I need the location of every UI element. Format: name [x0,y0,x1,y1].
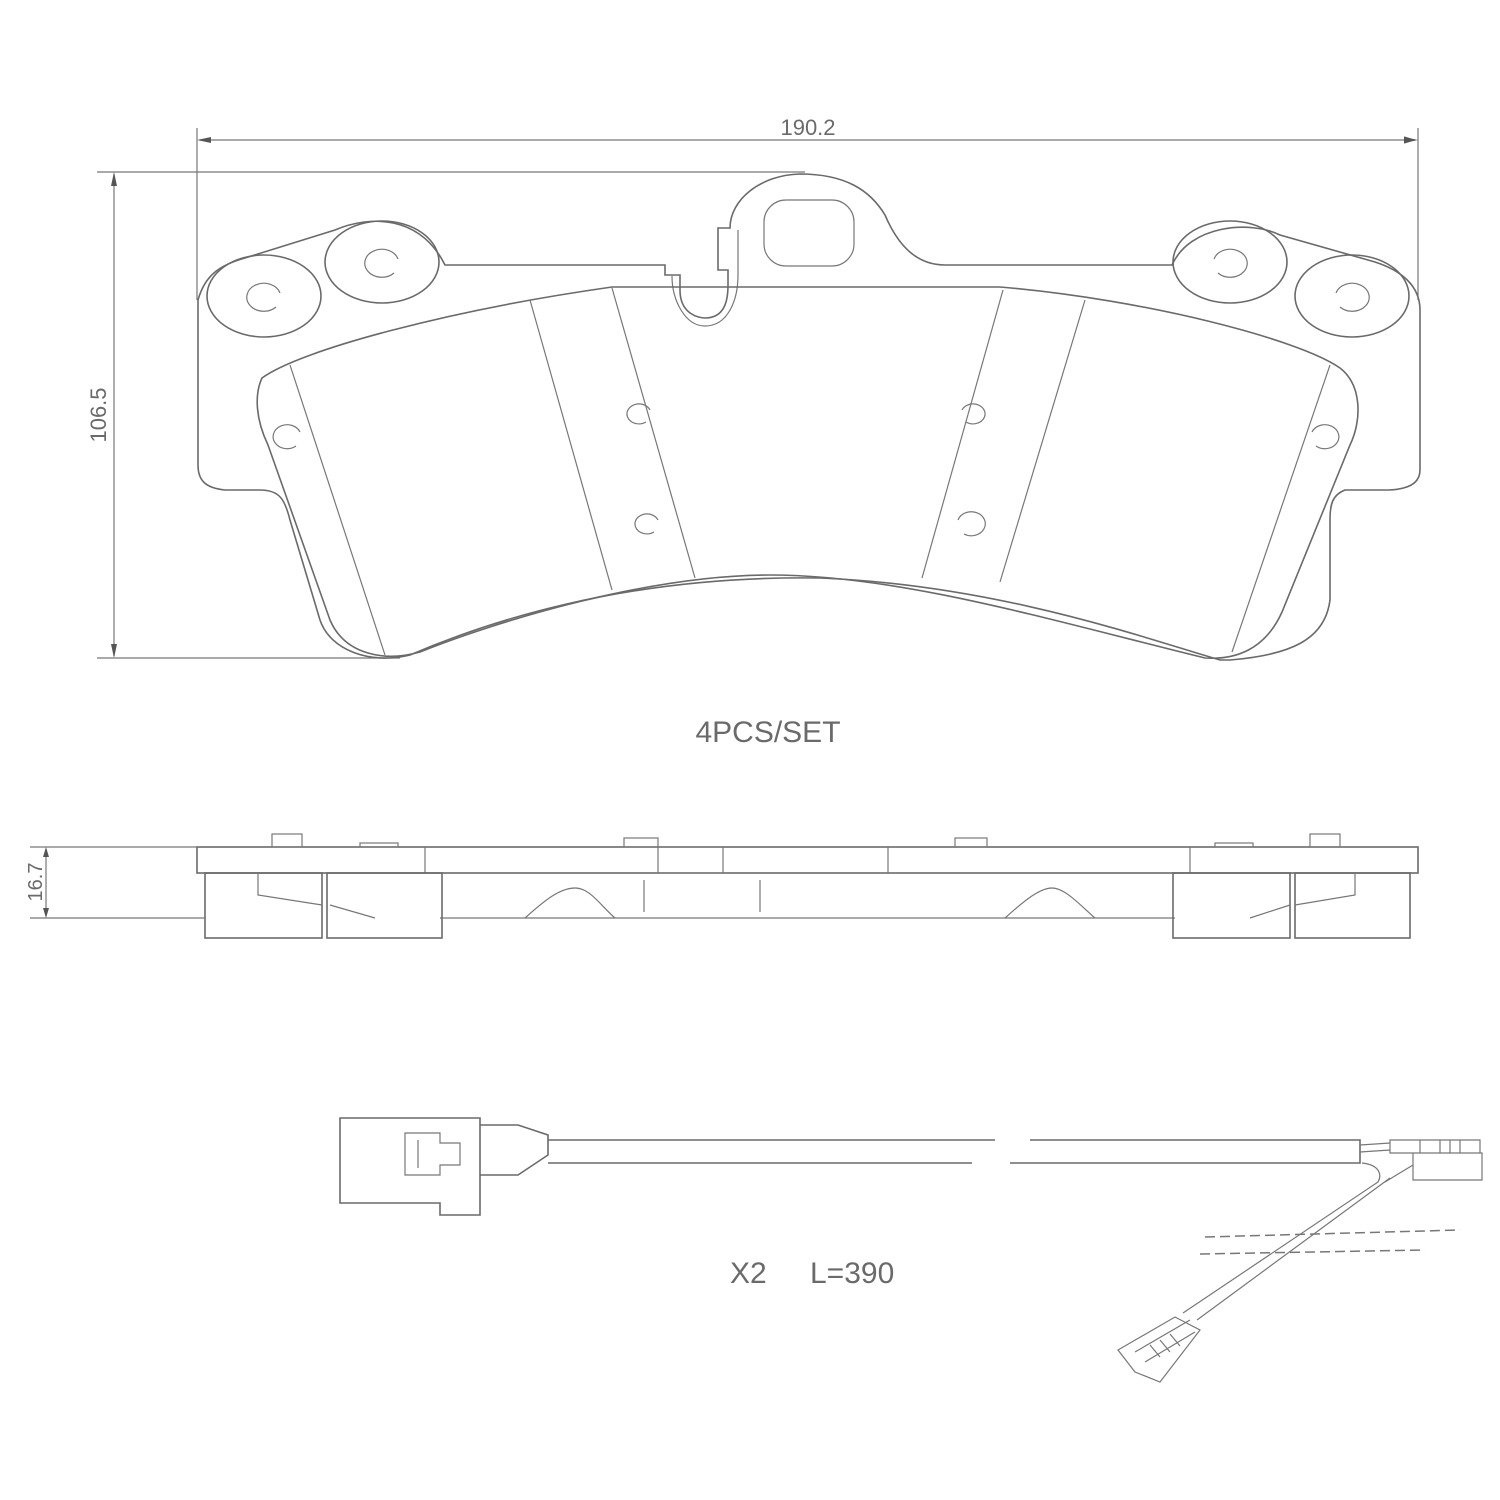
thickness-label: 16.7 [25,863,47,902]
wear-sensor [339,1117,1483,1383]
rivet-holes [206,220,1410,537]
side-view: 16.7 [25,833,1419,939]
backing-plate [197,173,1421,661]
friction-material [256,286,1359,660]
sensor-length-label: L=390 [810,1257,894,1290]
set-quantity-label: 4PCS/SET [695,716,840,749]
height-dimension: 106.5 [86,171,805,659]
sensor-quantity-label: X2 [730,1257,767,1290]
width-label: 190.2 [780,115,835,140]
width-dimension: 190.2 [196,115,1419,300]
height-label: 106.5 [86,387,111,442]
